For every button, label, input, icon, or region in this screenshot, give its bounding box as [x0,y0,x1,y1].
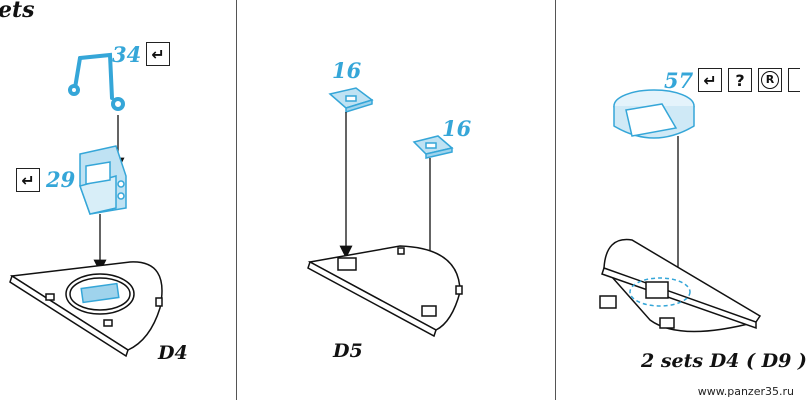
panel-2-label: D5 [333,340,363,362]
callout-16-left-number: 16 [332,58,362,83]
part-57-dome [613,89,695,139]
panel-1-label: D4 [158,342,188,364]
registered-icon: R [758,68,782,92]
part-d5-base [307,245,463,338]
bend-arrow-icon: ↵ [16,168,40,192]
callout-16-right-number: 16 [442,116,472,141]
extra-icon-partial [788,68,800,92]
part-34-handle [68,52,125,111]
part-d4-base [9,261,163,358]
bend-arrow-icon: ↵ [146,42,170,66]
callout-57-number: 57 [664,68,694,93]
part-16-left [328,87,374,114]
watermark: www.panzer35.ru [697,385,794,398]
callout-29-number: 29 [46,167,76,192]
part-d4-d9-base [599,238,762,333]
callout-34-number: 34 [112,42,142,67]
panel-divider-2 [555,0,556,400]
part-29-bracket [79,145,127,215]
bend-arrow-icon: ↵ [698,68,722,92]
part-16-right [412,135,454,159]
question-icon: ? [728,68,752,92]
panel-3-label: 2 sets D4 ( D9 ) [641,350,807,372]
partial-title: ets [0,0,35,23]
panel-divider-1 [236,0,237,400]
